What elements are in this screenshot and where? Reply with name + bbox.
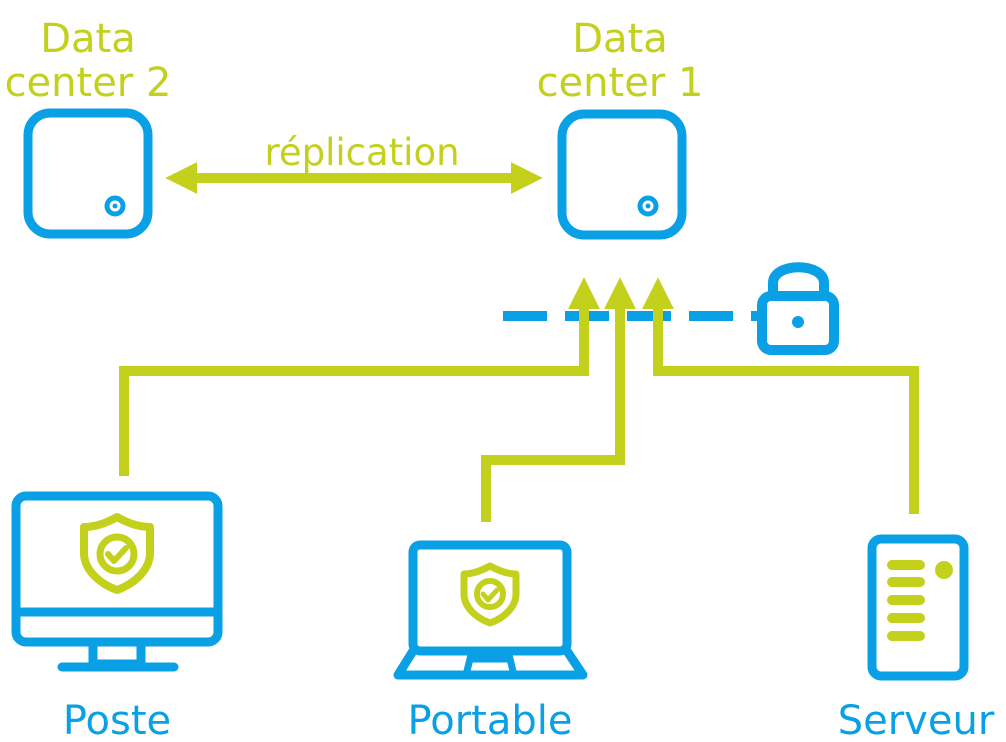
poste-uplink (119, 277, 601, 476)
poste-label: Poste (63, 698, 171, 742)
serveur-label: Serveur (838, 698, 995, 742)
desktop-monitor-icon (11, 491, 223, 672)
data-center-box-icon (23, 108, 153, 239)
data-center-box-icon (557, 109, 687, 240)
shield-check-icon (80, 513, 154, 594)
replication-label: réplication (264, 131, 459, 174)
shield-check-icon (460, 562, 520, 627)
lock-icon (757, 262, 839, 355)
laptop-icon (393, 540, 588, 680)
connection-lines (119, 277, 919, 522)
portable-label: Portable (408, 698, 573, 742)
serveur-uplink (641, 277, 919, 514)
server-tower-icon (867, 534, 969, 681)
data-center-1-title-line2: center 1 (537, 60, 704, 106)
portable-uplink (481, 277, 637, 522)
data-center-2-title-line1: Data (40, 16, 136, 62)
data-center-1-title-line1: Data (572, 16, 668, 62)
data-center-2-title-line2: center 2 (5, 60, 172, 106)
